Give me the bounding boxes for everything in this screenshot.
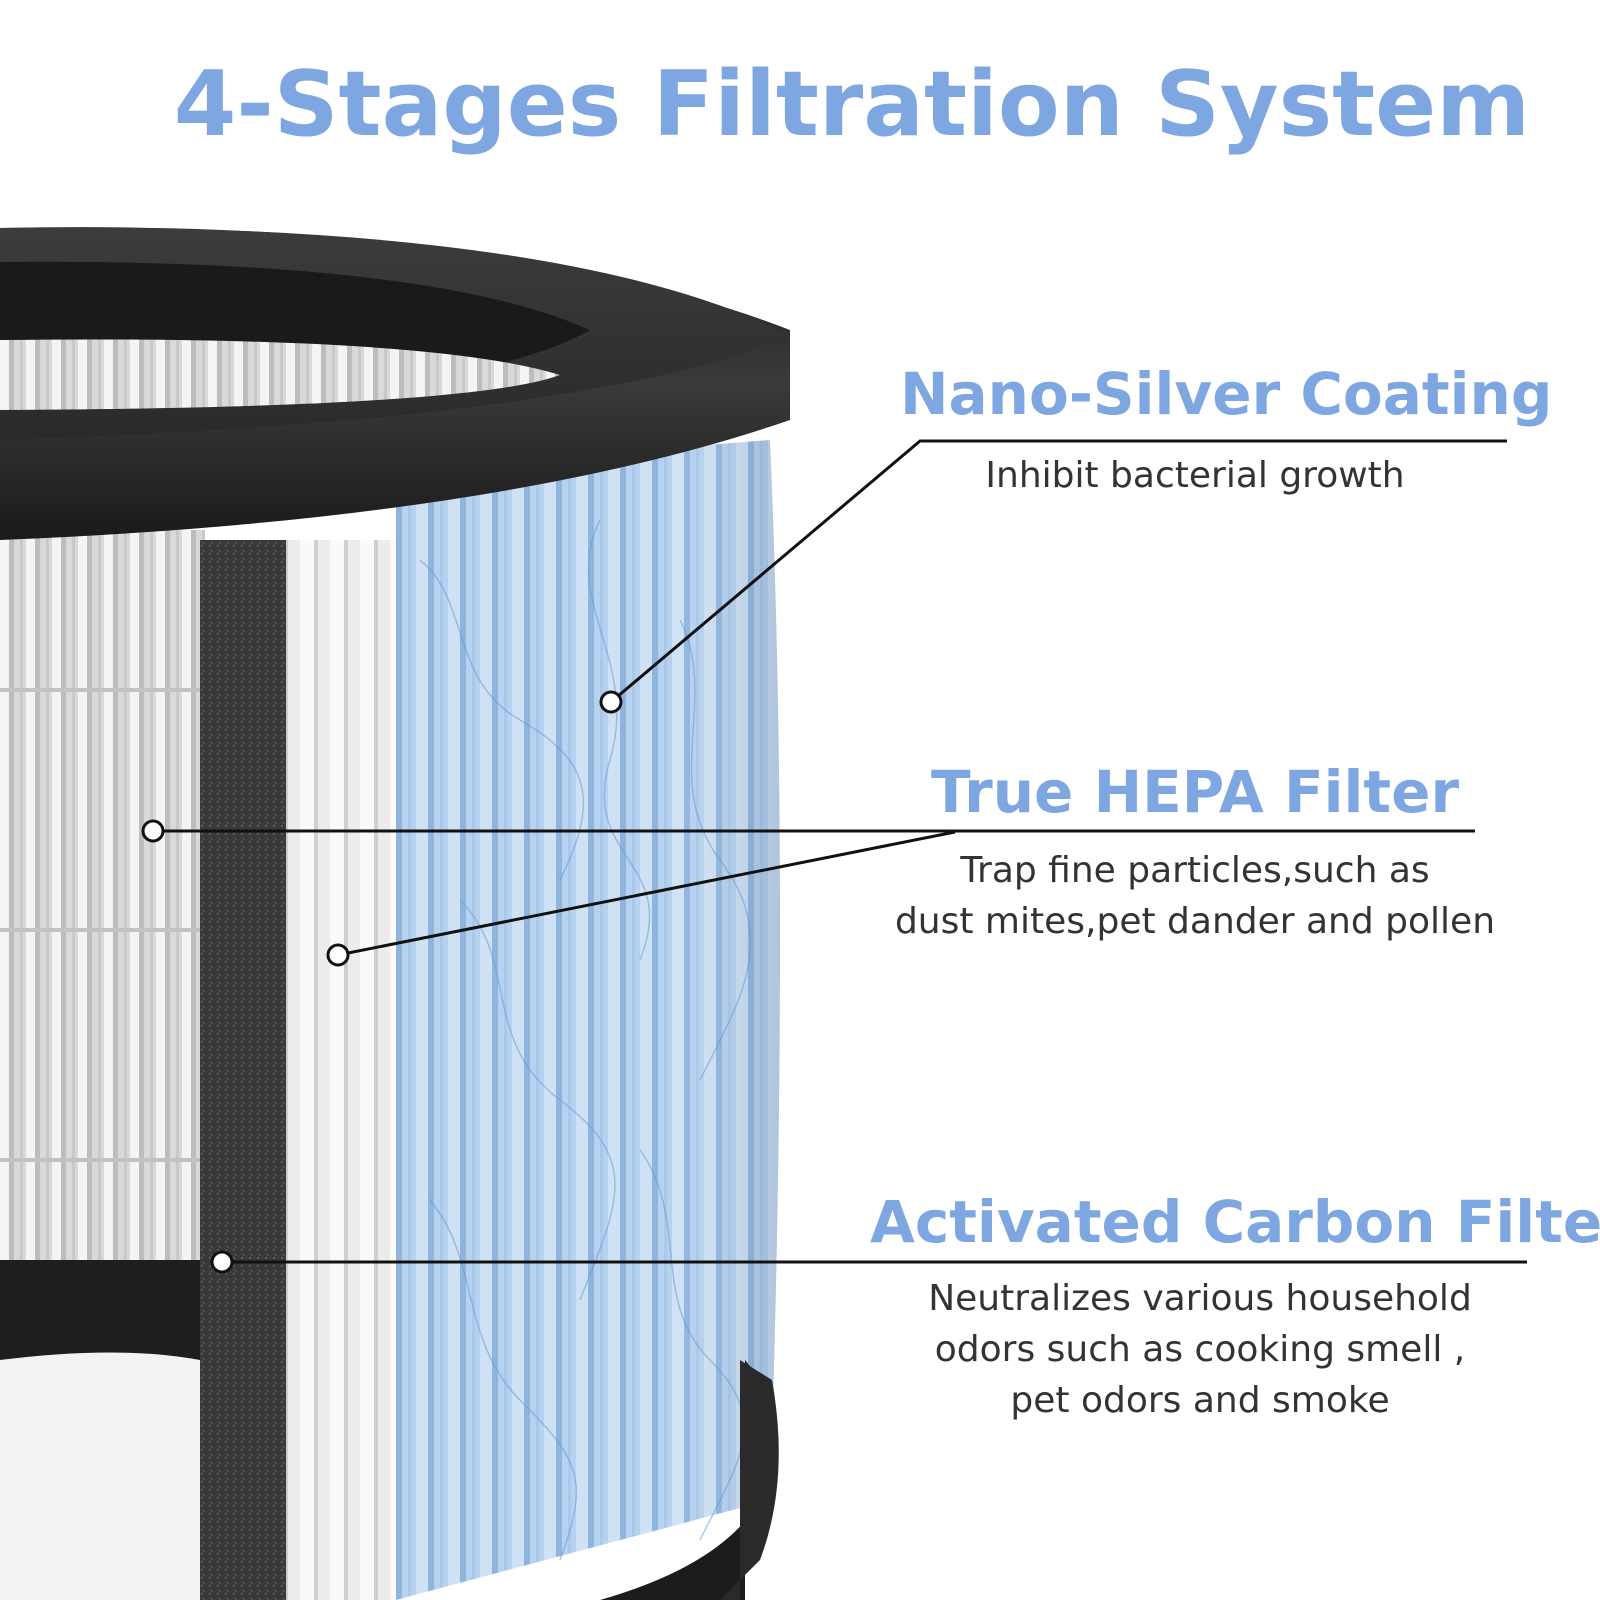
hepa-inner-marker [141,819,165,843]
callout-heading-nano-silver: Nano-Silver Coating [900,360,1553,428]
carbon-marker [210,1250,234,1274]
callout-desc-nano-silver: Inhibit bacterial growth [900,450,1490,501]
desc-line: odors such as cooking smell , [934,1329,1466,1370]
nano-silver-marker [599,690,623,714]
leader-lines [153,439,1527,1264]
callout-desc-hepa: Trap fine particles,such as dust mites,p… [880,845,1510,947]
desc-line: Neutralizes various household [928,1278,1472,1319]
desc-line: Inhibit bacterial growth [985,455,1405,496]
desc-line: dust mites,pet dander and pollen [894,901,1496,942]
callout-desc-carbon: Neutralizes various household odors such… [900,1273,1500,1426]
desc-line: pet odors and smoke [1010,1380,1390,1421]
hepa-layer [286,540,396,1600]
callout-heading-carbon: Activated Carbon Filte [870,1188,1600,1256]
carbon-foam-layer [200,540,286,1600]
desc-line: Trap fine particles,such as [960,850,1430,891]
hepa-outer-marker [326,943,350,967]
page-title: 4-Stages Filtration System [173,52,1530,157]
callout-heading-hepa: True HEPA Filter [930,758,1460,826]
